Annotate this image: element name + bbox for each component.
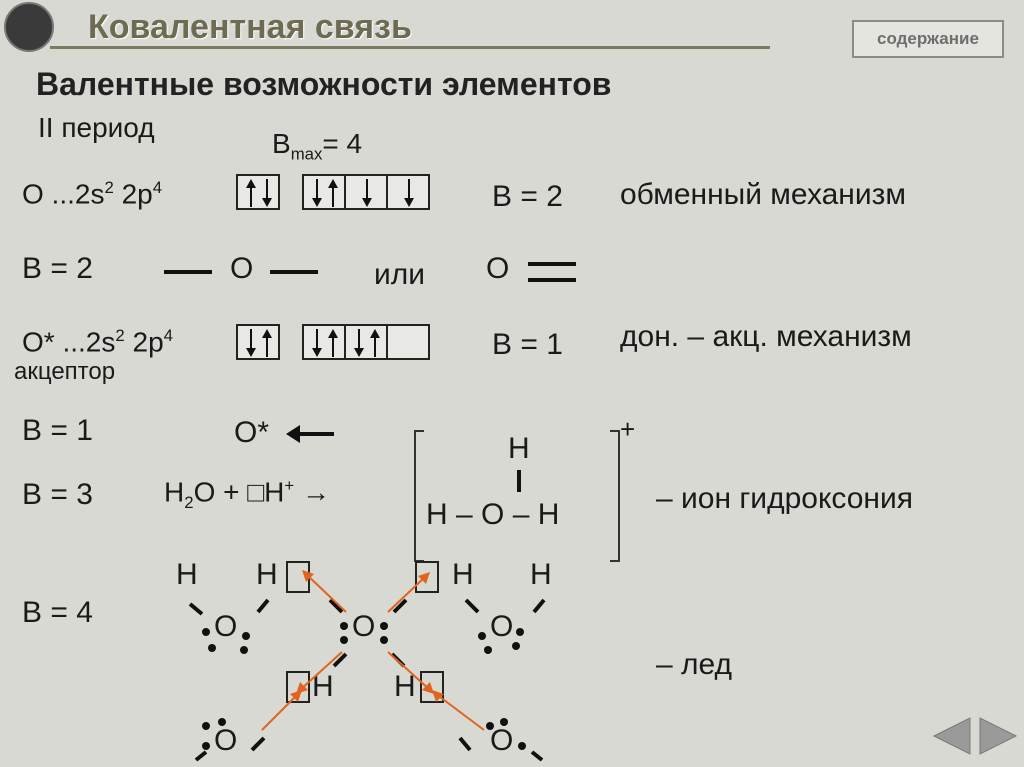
- orbital-cell: [344, 174, 388, 210]
- hydronium-top-h: H: [508, 432, 530, 465]
- orbital-cell: [302, 324, 346, 360]
- spin-up-arrow: [246, 179, 256, 207]
- spin-up-arrow: [328, 329, 338, 357]
- or-label: или: [374, 258, 426, 291]
- equation-sub: 2: [184, 492, 194, 512]
- oxygen-config-b: 2p: [113, 178, 153, 210]
- orbital-cell: [386, 174, 430, 210]
- valence-row4: B = 1: [22, 414, 93, 447]
- previous-slide-icon[interactable]: [932, 716, 972, 756]
- ice-label: – лед: [656, 648, 733, 681]
- contents-button[interactable]: содержание: [852, 20, 1004, 58]
- oxygen-config-sup1: 2: [104, 178, 114, 197]
- valence-row5: B = 3: [22, 478, 93, 511]
- spin-up-arrow: [370, 329, 380, 357]
- hydronium-ion-label: – ион гидроксония: [656, 482, 913, 515]
- ice-oxygen: O: [490, 724, 514, 757]
- max-valence-sub: max: [290, 144, 323, 164]
- equation-part1: H: [164, 476, 185, 508]
- ice-hydrogen: H: [530, 558, 552, 591]
- left-bracket: [414, 430, 424, 562]
- valence-row2: B = 2: [22, 252, 93, 285]
- excited-config-a: O* ...2s: [22, 326, 116, 358]
- page-title: Ковалентная связь: [88, 8, 412, 46]
- ion-charge: +: [620, 414, 636, 444]
- excited-config-sup2: 4: [163, 326, 173, 345]
- ice-oxygen: O: [214, 724, 238, 757]
- spin-up-arrow: [262, 329, 272, 357]
- excited-oxygen-atom: O*: [234, 416, 270, 449]
- excited-config-sup1: 2: [115, 326, 125, 345]
- excited-config-b: 2p: [124, 326, 164, 358]
- spin-down-arrow: [312, 329, 322, 357]
- valence-row6: B = 4: [22, 596, 93, 629]
- orbital-2p-excited: [302, 324, 430, 360]
- spin-down-arrow: [262, 179, 272, 207]
- equation-part2: O + □H: [193, 476, 285, 508]
- slide-subtitle: Валентные возможности элементов: [36, 66, 612, 102]
- ice-hydrogen: H: [312, 670, 334, 703]
- ice-hydrogen: H: [394, 670, 416, 703]
- ice-hydrogen: H: [256, 558, 278, 591]
- ice-oxygen: O: [352, 610, 376, 643]
- exchange-mechanism: обменный механизм: [620, 178, 907, 211]
- valence-row3: B = 1: [492, 328, 563, 361]
- bond-line-right: [270, 270, 318, 274]
- spin-up-arrow: [328, 179, 338, 207]
- orbital-cell: [236, 324, 280, 360]
- ice-hydrogen: H: [176, 558, 198, 591]
- oxygen-config-a: O ...2s: [22, 178, 105, 210]
- donor-acceptor-mechanism: дон. – акц. механизм: [620, 320, 912, 353]
- hydronium-formula: H – O – H: [426, 498, 560, 531]
- double-bond-bottom: [528, 278, 576, 282]
- bond-line-left: [164, 270, 212, 274]
- ice-oxygen: O: [214, 610, 238, 643]
- ice-oxygen: O: [490, 610, 514, 643]
- hydronium-equation: H2O + □H+ →: [164, 476, 330, 513]
- header-divider: [50, 46, 770, 49]
- oxygen-atom-double: O: [486, 252, 510, 285]
- hydronium-vertical-bond: [517, 470, 521, 492]
- spin-down-arrow: [362, 179, 372, 207]
- next-slide-icon[interactable]: [978, 716, 1018, 756]
- oxygen-config: O ...2s2 2p4: [22, 178, 162, 210]
- oxygen-atom: O: [230, 252, 254, 285]
- double-bond-top: [528, 262, 576, 266]
- orbital-cell: [236, 174, 280, 210]
- ice-hydrogen: H: [452, 558, 474, 591]
- spin-down-arrow: [354, 329, 364, 357]
- period-label: II период: [38, 112, 155, 143]
- max-valence-b: B: [272, 128, 291, 159]
- spin-down-arrow: [246, 329, 256, 357]
- acceptor-label: акцептор: [14, 358, 116, 385]
- orbital-cell: [302, 174, 346, 210]
- oxygen-config-sup2: 4: [152, 178, 163, 197]
- max-valence: Bmax= 4: [272, 128, 362, 165]
- orbital-cell: [344, 324, 388, 360]
- spin-down-arrow: [312, 179, 322, 207]
- excited-oxygen-config: O* ...2s2 2p4: [22, 326, 173, 358]
- university-logo: [4, 2, 54, 52]
- equation-sup: +: [284, 476, 295, 495]
- left-arrow-icon: [286, 425, 334, 443]
- orbital-cell-empty: [386, 324, 430, 360]
- max-valence-value: = 4: [322, 128, 363, 159]
- spin-down-arrow: [404, 179, 414, 207]
- right-bracket: [610, 430, 620, 562]
- orbital-2s-excited: [236, 324, 280, 360]
- valence-row1: B = 2: [492, 180, 563, 213]
- orbital-2p: [302, 174, 430, 210]
- equation-arrow: →: [294, 476, 330, 508]
- orbital-2s: [236, 174, 280, 210]
